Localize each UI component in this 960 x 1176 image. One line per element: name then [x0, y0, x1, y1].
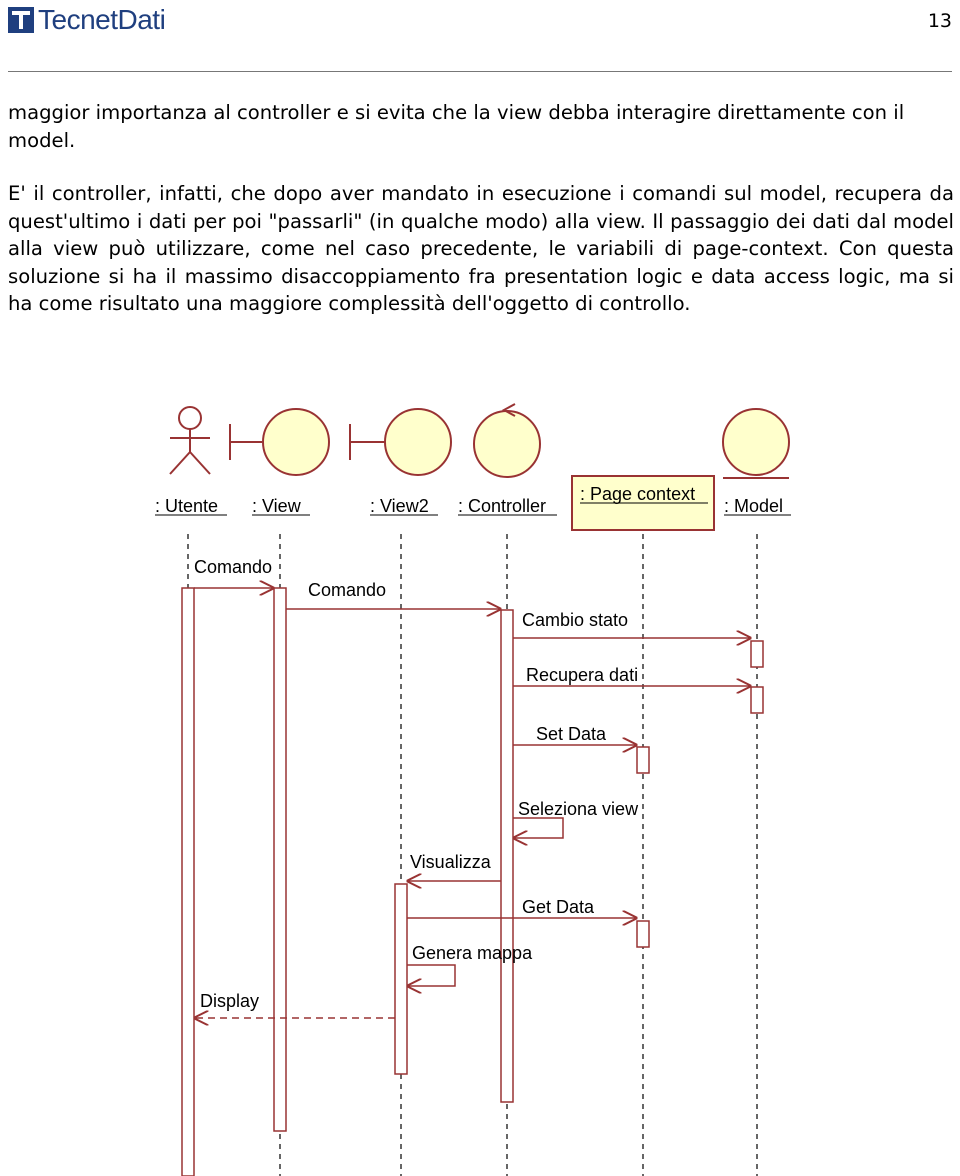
tecnetdati-logo: TecnetDati — [8, 4, 166, 36]
control-icon-controller — [473, 403, 541, 478]
paragraph-1: maggior importanza al controller e si ev… — [8, 101, 905, 152]
participant-label-view: : View — [252, 496, 302, 516]
participant-label-controller: : Controller — [458, 496, 546, 516]
actor-icon — [169, 406, 211, 475]
page-number: 13 — [927, 10, 952, 32]
message-label-genera-mappa: Genera mappa — [412, 943, 533, 963]
entity-icon-model — [722, 408, 790, 479]
sequence-diagram: : Utente : View : View2 : Controller : P… — [155, 403, 791, 1176]
message-label-cambio-stato: Cambio stato — [522, 610, 628, 630]
message-label-comando-1: Comando — [194, 557, 272, 577]
message-label-get-data: Get Data — [522, 897, 595, 917]
message-label-display: Display — [200, 991, 259, 1011]
boundary-icon-view2 — [349, 408, 452, 476]
participant-label-model: : Model — [724, 496, 783, 516]
participant-label-page-context: : Page context — [580, 484, 695, 504]
brand-name: TecnetDati — [38, 4, 166, 35]
paragraph-2: E' il controller, infatti, che dopo aver… — [8, 182, 954, 315]
message-arrow-genera-mappa — [407, 964, 456, 986]
participant-label-utente: : Utente — [155, 496, 218, 516]
header-divider — [8, 71, 952, 72]
boundary-icon-view — [229, 408, 330, 476]
message-label-seleziona-view: Seleziona view — [518, 799, 639, 819]
participant-label-view2: : View2 — [370, 496, 429, 516]
activation-bars — [181, 587, 764, 1176]
message-label-comando-2: Comando — [308, 580, 386, 600]
logo-mark-icon — [8, 7, 34, 33]
message-label-set-data: Set Data — [536, 724, 607, 744]
message-label-recupera-dati: Recupera dati — [526, 665, 638, 685]
message-label-visualizza: Visualizza — [410, 852, 492, 872]
message-arrow-seleziona-view — [513, 817, 564, 838]
